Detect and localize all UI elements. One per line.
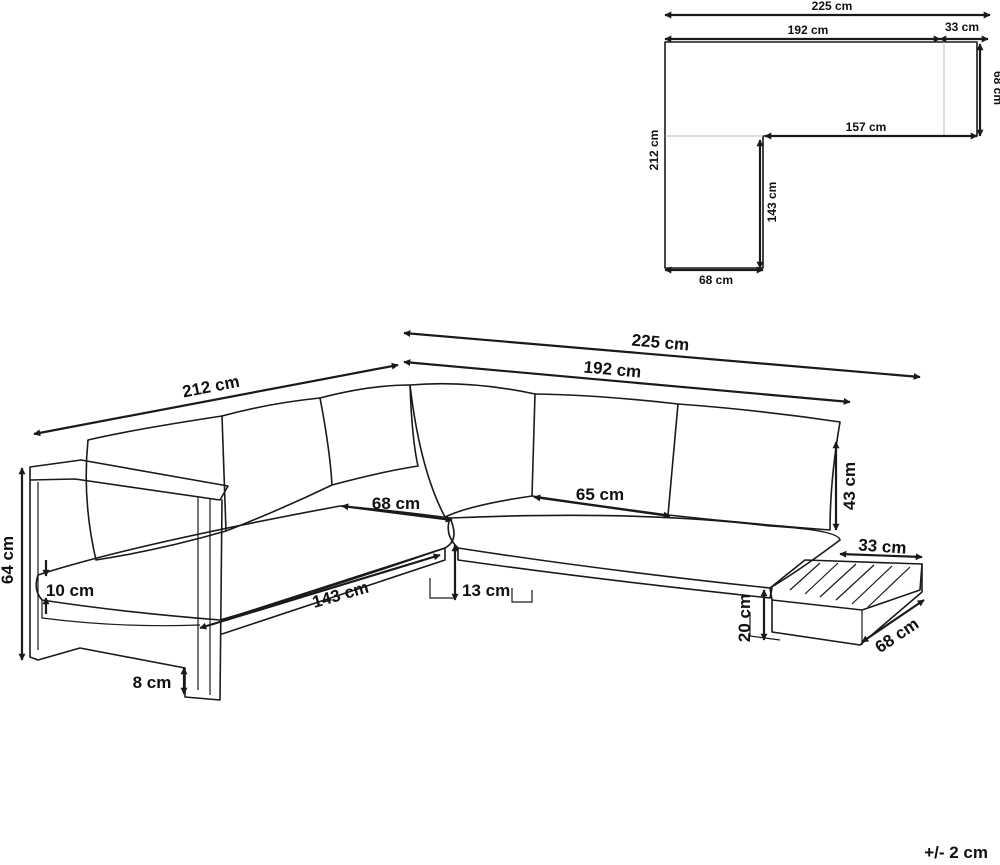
label-plan-192: 192 cm bbox=[788, 23, 829, 37]
dim-68-table bbox=[861, 599, 925, 643]
label-10: 10 cm bbox=[46, 581, 94, 600]
dim-33-table bbox=[839, 550, 923, 561]
label-13: 13 cm bbox=[462, 581, 510, 600]
label-plan-212: 212 cm bbox=[647, 130, 661, 171]
label-plan-157: 157 cm bbox=[846, 120, 887, 134]
label-68-table: 68 cm bbox=[872, 614, 923, 657]
label-8: 8 cm bbox=[133, 673, 172, 692]
sofa-drawing bbox=[29, 382, 923, 701]
label-plan-68-right: 68 cm bbox=[991, 71, 1000, 105]
back-cushion-left-1 bbox=[85, 415, 227, 561]
plan-outline bbox=[664, 41, 978, 269]
label-20: 20 cm bbox=[735, 594, 754, 642]
dim-143 bbox=[199, 553, 441, 630]
perspective-dimensions: 212 cm 225 cm 192 cm 68 cm 65 cm 43 cm 3… bbox=[0, 330, 925, 695]
label-plan-33: 33 cm bbox=[945, 20, 979, 34]
left-armrest bbox=[29, 459, 229, 501]
side-table-body bbox=[771, 563, 923, 646]
label-192: 192 cm bbox=[583, 358, 642, 382]
label-plan-68-bottom: 68 cm bbox=[699, 273, 733, 287]
label-plan-225: 225 cm bbox=[812, 0, 853, 13]
side-table-slats bbox=[789, 562, 911, 608]
dim-212 bbox=[33, 362, 399, 437]
dim-68-seat bbox=[341, 503, 453, 523]
plan-view: 225 cm 192 cm 33 cm 68 cm 157 cm 212 cm … bbox=[647, 0, 1000, 287]
back-cushion-left-3 bbox=[319, 384, 419, 486]
side-table-top bbox=[769, 559, 923, 611]
label-plan-143: 143 cm bbox=[765, 182, 779, 223]
dim-192 bbox=[403, 359, 851, 405]
label-43: 43 cm bbox=[840, 462, 859, 510]
label-65: 65 cm bbox=[576, 485, 624, 504]
label-225: 225 cm bbox=[631, 331, 690, 355]
armrest-inner-panel bbox=[197, 496, 211, 695]
back-cushion-corner bbox=[409, 382, 536, 518]
right-seat-cushion bbox=[447, 514, 841, 589]
label-68-seat: 68 cm bbox=[372, 494, 420, 513]
dim-65 bbox=[533, 494, 671, 519]
label-33-table: 33 cm bbox=[858, 535, 907, 557]
label-64: 64 cm bbox=[0, 536, 17, 584]
left-armrest-front bbox=[29, 479, 223, 701]
back-cushion-right-2 bbox=[667, 403, 841, 531]
tolerance-note: +/- 2 cm bbox=[924, 843, 988, 862]
right-seat-base bbox=[457, 547, 773, 599]
left-seat-front bbox=[41, 600, 201, 627]
